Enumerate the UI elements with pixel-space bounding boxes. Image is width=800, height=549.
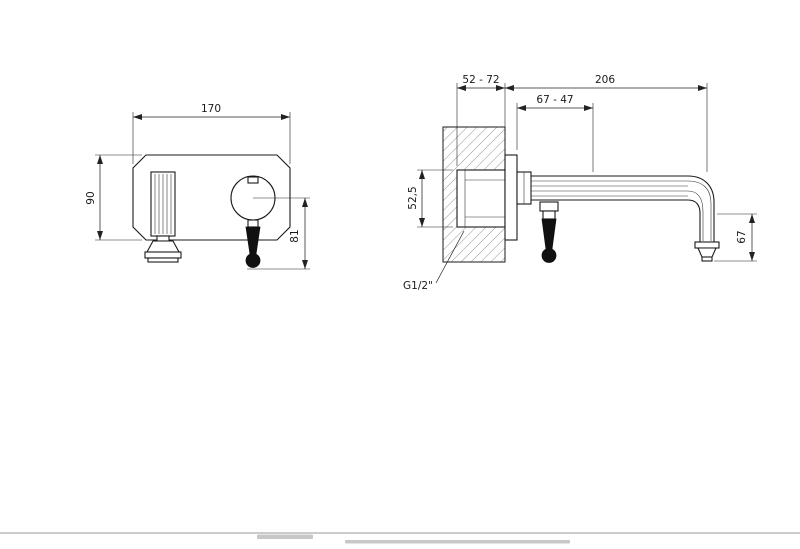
spout-bend-outer bbox=[687, 175, 715, 242]
side-view: 52 - 72 206 67 - 47 52,5 bbox=[403, 74, 757, 292]
connection-label: G1/2" bbox=[403, 280, 433, 292]
front-lever-ball bbox=[245, 253, 261, 268]
dim-wall-depth: 52 - 72 bbox=[456, 74, 506, 166]
front-view: 170 90 81 bbox=[85, 103, 310, 270]
fine-print-1 bbox=[257, 534, 313, 539]
connection-callout: G1/2" bbox=[403, 230, 465, 292]
dim-spout-reach: 206 bbox=[505, 74, 708, 172]
front-fluted-handle bbox=[144, 171, 182, 263]
dim-spout-reach-label: 206 bbox=[595, 74, 615, 86]
spout-bend-flutes bbox=[687, 180, 712, 241]
footer bbox=[0, 532, 800, 544]
front-handle-flutes bbox=[154, 174, 172, 234]
spout-flutes bbox=[531, 180, 688, 197]
dim-front-height-label: 90 bbox=[85, 191, 97, 204]
fine-print-2 bbox=[345, 540, 570, 544]
spout-bend-inner bbox=[687, 199, 701, 242]
spout-outlet bbox=[694, 241, 720, 262]
dim-outlet-drop-label: 67 bbox=[736, 230, 748, 243]
concealed-valve-body bbox=[456, 169, 506, 228]
dim-front-handle-drop-label: 81 bbox=[289, 229, 301, 242]
dim-valve-offset-label: 52,5 bbox=[407, 186, 419, 209]
dim-front-handle-drop: 81 bbox=[247, 197, 310, 270]
dim-front-width-label: 170 bbox=[201, 103, 221, 115]
spout-hub bbox=[516, 171, 532, 205]
spout bbox=[531, 175, 720, 262]
dim-front-height: 90 bbox=[85, 154, 142, 241]
dim-trim-depth: 67 - 47 bbox=[516, 94, 594, 172]
dim-wall-depth-label: 52 - 72 bbox=[462, 74, 499, 86]
dim-front-width: 170 bbox=[132, 103, 291, 164]
front-lever bbox=[245, 226, 261, 255]
side-wall-plate bbox=[504, 154, 518, 241]
dim-valve-offset: 52,5 bbox=[407, 169, 453, 228]
front-knob-notch bbox=[247, 176, 259, 184]
dim-trim-depth-label: 67 - 47 bbox=[536, 94, 573, 106]
dim-outlet-drop: 67 bbox=[714, 213, 757, 262]
side-lever-handle bbox=[539, 201, 559, 263]
